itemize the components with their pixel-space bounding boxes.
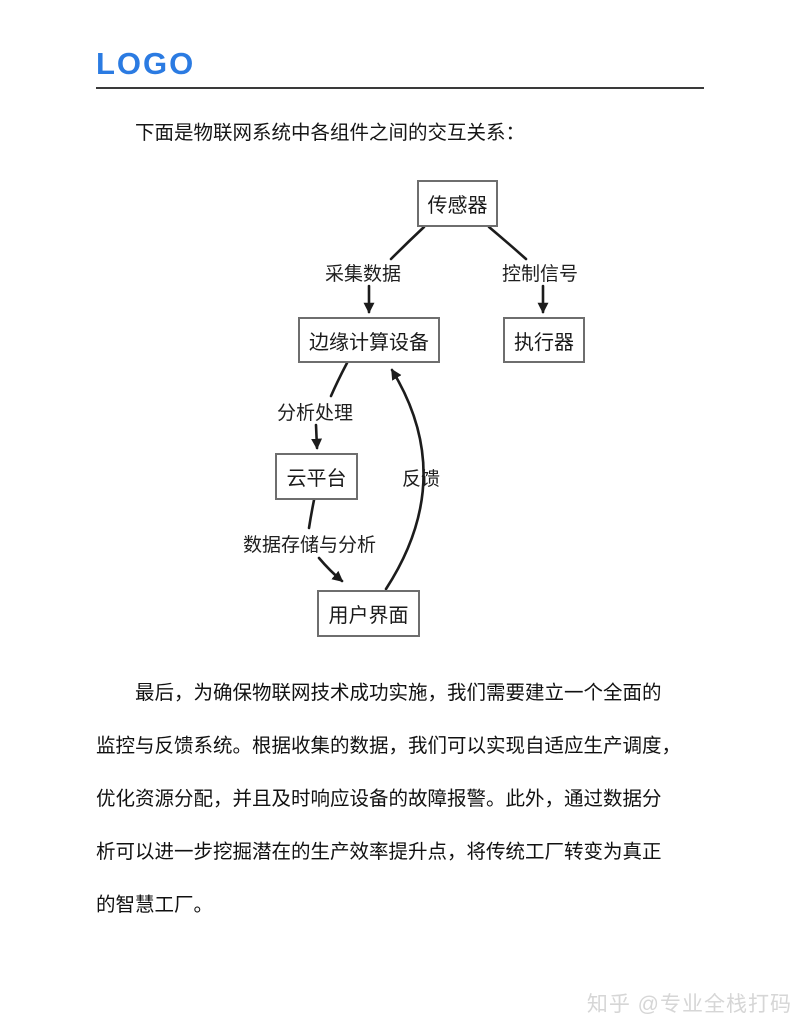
edge-label-control-signal: 控制信号 xyxy=(502,264,579,285)
edge-label-data-storage-analysis: 数据存储与分析 xyxy=(243,535,377,556)
diagram-arrows xyxy=(307,225,549,591)
logo: LOGO xyxy=(96,46,196,81)
edge-label-feedback: 反馈 xyxy=(402,469,441,490)
node-edge-computing-device: 边缘计算设备 xyxy=(298,317,440,363)
paragraph-line: 的智慧工厂。 xyxy=(96,894,214,916)
edge-label-analysis-processing: 分析处理 xyxy=(277,403,354,424)
paragraph-line: 监控与反馈系统。根据收集的数据，我们可以实现自适应生产调度， xyxy=(96,735,682,757)
edge-label-collect-data: 采集数据 xyxy=(325,264,402,285)
watermark: 知乎 @专业全栈打码 xyxy=(586,993,792,1016)
node-sensor: 传感器 xyxy=(417,180,498,227)
paragraph-line: 最后，为确保物联网技术成功实施，我们需要建立一个全面的 xyxy=(135,682,662,704)
logo-underline xyxy=(96,87,704,89)
node-actuator: 执行器 xyxy=(503,317,585,363)
node-cloud-platform: 云平台 xyxy=(275,453,358,500)
paragraph-line: 优化资源分配，并且及时响应设备的故障报警。此外，通过数据分 xyxy=(96,788,662,810)
intro-text: 下面是物联网系统中各组件之间的交互关系： xyxy=(135,122,526,144)
paragraph-line: 析可以进一步挖掘潜在的生产效率提升点，将传统工厂转变为真正 xyxy=(96,841,662,863)
iot-diagram: 传感器 边缘计算设备 执行器 云平台 用户界面 采集数据 控制信号 分析处理 数… xyxy=(0,170,800,650)
body-paragraph: 最后，为确保物联网技术成功实施，我们需要建立一个全面的 监控与反馈系统。根据收集… xyxy=(96,664,720,929)
node-user-interface: 用户界面 xyxy=(317,590,420,637)
